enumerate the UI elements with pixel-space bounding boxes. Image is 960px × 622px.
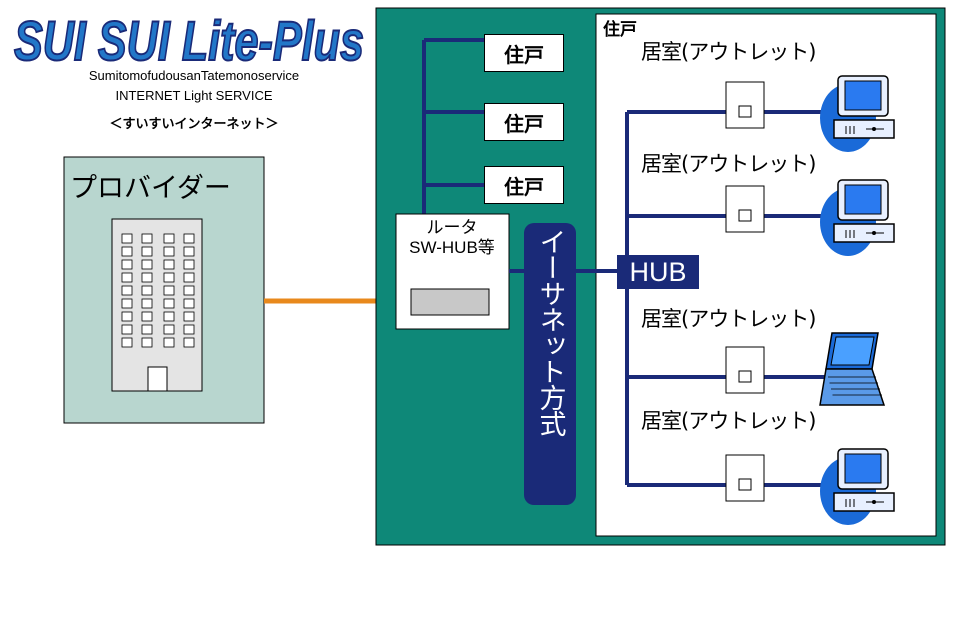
- service-name: INTERNET Light SERVICE: [115, 88, 273, 103]
- ethernet-label: イーサネット方式: [524, 228, 576, 502]
- room-label: 居室(アウトレット): [641, 409, 816, 433]
- unit-box: 住戸: [484, 34, 564, 72]
- provider-label: プロバイダー: [70, 173, 231, 204]
- logo-text: SUI SUI Lite-Plus: [14, 9, 364, 72]
- room-row: [627, 179, 895, 256]
- ethernet-bar: [524, 223, 576, 505]
- unit-label: 住戸: [504, 111, 544, 136]
- router-port: [410, 288, 490, 316]
- router-label: ルータ SW-HUB等: [393, 218, 511, 258]
- outlet-box: [725, 454, 765, 502]
- outlet-box: [725, 81, 765, 129]
- laptop-icon: [819, 332, 886, 406]
- desktop-pc-icon: [820, 179, 895, 256]
- ethernet-label-text: イーサネット方式: [534, 228, 566, 436]
- unit-box: 住戸: [484, 103, 564, 141]
- desktop-pc-icon: [820, 75, 895, 152]
- room-row: [627, 448, 895, 525]
- outlet-box: [725, 346, 765, 394]
- room-label: 居室(アウトレット): [641, 40, 816, 64]
- room-row: [627, 75, 895, 152]
- unit-label: 住戸: [504, 174, 544, 199]
- desktop-pc-icon: [820, 448, 895, 525]
- building-icon: [111, 218, 203, 392]
- router-label-line2: SW-HUB等: [409, 238, 495, 257]
- unit-box: 住戸: [484, 166, 564, 204]
- outlet-box: [725, 185, 765, 233]
- hub-box: [617, 255, 699, 289]
- house-title: 住戸: [603, 20, 637, 40]
- logo: SUI SUI Lite-Plus: [13, 8, 365, 73]
- service-nickname: ＜すいすいインターネット＞: [109, 117, 279, 132]
- room-label: 居室(アウトレット): [641, 307, 816, 331]
- room-connections: [627, 75, 895, 525]
- room-row: [627, 332, 886, 406]
- room-label: 居室(アウトレット): [641, 152, 816, 176]
- unit-label: 住戸: [504, 42, 544, 67]
- company-name: SumitomofudousanTatemonoservice: [88, 68, 300, 83]
- hub-label: HUB: [629, 256, 687, 287]
- router-label-line1: ルータ: [426, 218, 478, 237]
